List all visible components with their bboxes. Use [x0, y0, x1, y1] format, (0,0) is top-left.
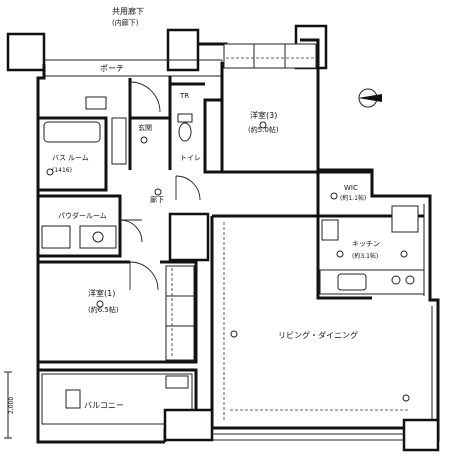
room1-door [129, 261, 159, 291]
washer [41, 225, 71, 249]
balcony-label: バルコニー [84, 401, 124, 410]
room3-size-label: (約5.0帖) [248, 125, 279, 134]
kitchen-light2 [400, 250, 408, 258]
vanity [79, 225, 117, 249]
bottom-railing [212, 433, 404, 441]
toilet-label: トイレ [180, 154, 201, 162]
tr-label: TR [179, 92, 189, 100]
bath-light [46, 168, 54, 176]
entrance-light [140, 136, 148, 144]
hallway-door [175, 175, 201, 201]
kitchen-cabinet [391, 205, 419, 233]
entrance-walls [128, 76, 205, 170]
room3-light [259, 121, 267, 129]
bath-size-label: (1416) [52, 167, 72, 174]
column-center [168, 212, 210, 262]
entrance-door [129, 81, 161, 113]
bath-sub-label: ルーム [68, 154, 89, 162]
room1-light [96, 300, 104, 308]
column-bottom-center [163, 408, 214, 442]
north-arrow-icon [358, 94, 382, 102]
kitchen-counter [319, 269, 425, 295]
toilet-bowl [178, 122, 192, 142]
hallway-light [154, 188, 162, 196]
kitchen-light1 [336, 250, 344, 258]
entrance-label: 玄関 [138, 123, 152, 132]
column-top-left [6, 32, 46, 72]
room3-walls [203, 62, 318, 174]
living-light1 [230, 330, 238, 338]
room1-size-label: (約6.5帖) [88, 305, 119, 314]
room1-closet [165, 265, 195, 361]
room1-label: 洋室(1) [88, 288, 115, 298]
powder-walls [38, 194, 122, 258]
stove-burner1 [391, 275, 401, 285]
common-corridor-label: 共用廊下 [112, 6, 144, 16]
shoe-cabinet [111, 117, 127, 165]
wic-size-label: (約1.1帖) [340, 194, 366, 202]
common-corridor-sub-label: (内廊下) [112, 18, 139, 27]
toilet-tank [177, 113, 193, 123]
room3-closet [223, 43, 317, 69]
kitchen-fridge [321, 219, 339, 241]
room1-walls [38, 260, 198, 364]
living-light2 [402, 394, 410, 402]
balcony-unit [65, 389, 81, 409]
dimension-label: 2,000 [8, 397, 15, 414]
bathtub [43, 121, 101, 143]
ps-box [85, 96, 107, 110]
kitchen-sink [337, 273, 367, 291]
balcony-walls [38, 368, 198, 428]
living-label: リビング・ダイニング [278, 330, 358, 340]
column-top-center [166, 28, 200, 72]
wic-label: WIC [344, 184, 358, 192]
living-divider [210, 214, 318, 428]
ds-box [165, 375, 189, 389]
kitchen-size-label: (約3.1帖) [352, 252, 378, 260]
living-dashed [223, 222, 410, 420]
powder-door [119, 219, 143, 243]
bath-walls [38, 116, 108, 192]
wic-walls [316, 170, 372, 216]
kitchen-label: キッチン [352, 240, 380, 248]
column-bottom-right [402, 418, 440, 452]
room3-label: 洋室(3) [250, 110, 277, 120]
powder-room-label: パウダールーム [58, 211, 107, 220]
bath-label: バス [52, 154, 66, 162]
hallway-label: 廊下 [150, 195, 164, 204]
wic-light [330, 192, 338, 200]
vanity-sink [92, 231, 104, 243]
stove-burner2 [405, 275, 415, 285]
porch-label: ポーチ [100, 64, 124, 73]
